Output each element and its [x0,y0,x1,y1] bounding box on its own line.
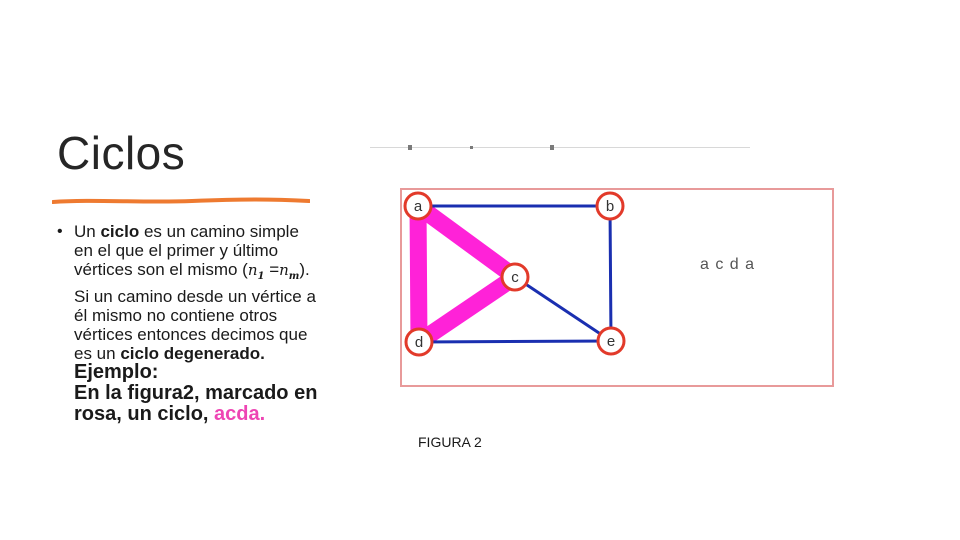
artifact-mark [470,146,473,149]
bullet-list: • Un ciclo es un camino simple en el que… [54,222,319,426]
node-circle [403,191,433,221]
math-n1: n1 [247,261,265,283]
math-var: n [247,261,258,280]
top-artifact [370,145,750,150]
node-label: c [511,269,519,286]
node-label: d [415,334,423,351]
bullet-dot: • [57,223,63,240]
cycle-label: a c d a [700,256,755,273]
math-var: n [279,261,289,280]
node-circle [404,327,434,357]
node-label: e [607,333,615,350]
ejemplo-label: Ejemplo: [74,361,159,384]
node-e: e [596,326,626,356]
figure-caption: FIGURA 2 [418,434,482,450]
edge-a-c [409,197,524,286]
graph-edges [409,197,613,351]
node-d: d [404,327,434,357]
edge-d-e [417,339,613,344]
edge-c-d [410,268,524,351]
math-sub: 1 [257,271,265,283]
bullet-item: • Un ciclo es un camino simple en el que… [54,222,319,426]
node-a: a [403,191,433,221]
node-circle [596,326,626,356]
math-sub: m [288,271,300,283]
node-b: b [595,191,625,221]
artifact-mark [408,145,412,150]
artifact-mark [370,147,750,148]
math-nm: nm [279,261,300,283]
term-ciclo-degenerado: ciclo degenerado. [120,344,265,364]
node-label: b [606,198,614,215]
graph-nodes: a b c d e [403,191,626,357]
title-underline [52,197,310,204]
example-highlight: acda. [214,403,266,426]
edge-d-a [409,197,428,351]
text-run: es un camino simple en el que el primer … [74,222,299,280]
math-eq: = [264,260,280,280]
slide-title: Ciclos [57,127,186,179]
example-text: En la figura2, marcado en rosa, un ciclo… [74,381,318,426]
edge-c-e [513,275,613,343]
edge-b-e [608,204,613,343]
title-underline-stroke [52,197,310,204]
node-circle [500,262,530,292]
text-run: Un [74,222,101,241]
artifact-mark [550,145,554,150]
node-label: a [414,198,423,215]
node-circle [595,191,625,221]
term-ciclo: ciclo [100,222,140,241]
node-c: c [500,262,530,292]
graph-figure: a b c d e a c d a [370,145,834,387]
text-run: ). Si un camino desde un vértice a él mi… [74,260,316,364]
